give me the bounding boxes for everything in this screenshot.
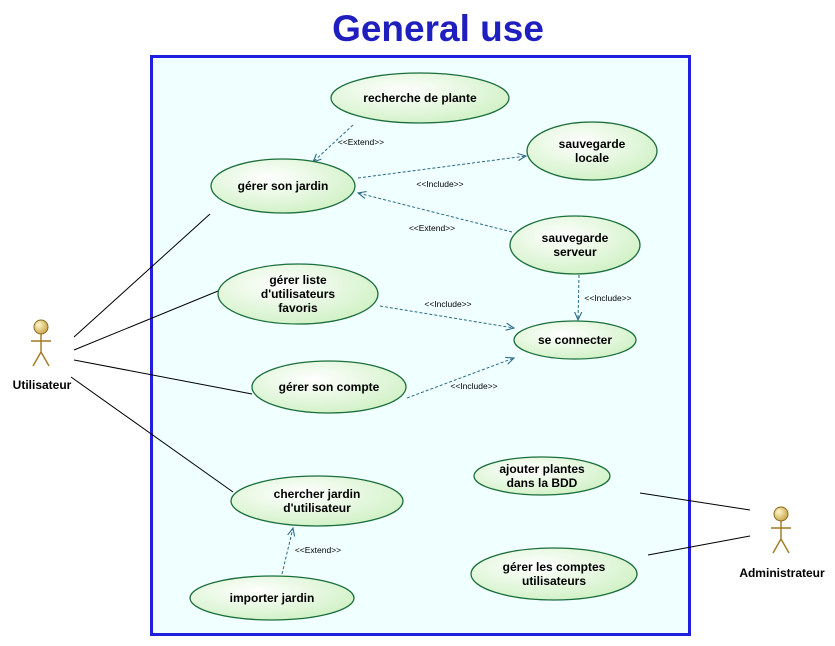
use-case-ellipse [470, 547, 638, 601]
relation-arrow [313, 124, 354, 162]
association-administrateur-comptes [647, 535, 751, 556]
use-case-label: sauvegarde [542, 231, 609, 245]
use-case-label: se connecter [538, 333, 612, 347]
actor-stick-figure-icon [771, 521, 791, 554]
relation-favoris-connecter: <<Include>> [379, 299, 514, 328]
use-case-label: locale [575, 151, 609, 165]
use-case-label: gérer les comptes [503, 560, 606, 574]
relation-arrow [379, 305, 514, 328]
use-case-label: gérer son compte [279, 380, 380, 394]
association-utilisateur-compte [73, 359, 253, 395]
relation-arrow [358, 193, 513, 233]
actor-stick-figure-icon [31, 334, 51, 367]
relation-stereotype: <<Include>> [450, 381, 497, 391]
relation-arrow [357, 156, 526, 179]
use-case-label: ajouter plantes [499, 462, 585, 476]
actor-label: Utilisateur [13, 378, 72, 392]
relation-serveur-connecter: <<Include>> [578, 274, 632, 320]
use-case-label: d'utilisateur [283, 501, 351, 515]
actor-label: Administrateur [739, 566, 825, 580]
association-utilisateur-favoris [73, 290, 219, 351]
use-case-label: favoris [278, 301, 318, 315]
actor-head-icon [773, 506, 789, 522]
use-case-connecter[interactable]: se connecter [513, 320, 637, 360]
use-case-ellipse [513, 320, 637, 360]
use-case-ellipse [330, 72, 510, 124]
use-case-label: gérer liste [269, 273, 327, 287]
diagram-title: General use [332, 8, 544, 49]
use-case-ellipse [526, 121, 658, 181]
use-case-ellipse [189, 575, 355, 621]
use-case-ellipse [217, 263, 379, 325]
use-cases: recherche de plante gérer son jardin sauve… [189, 72, 658, 621]
use-case-label: dans la BDD [507, 476, 578, 490]
relation-arrow [578, 274, 579, 320]
association-utilisateur-jardin [73, 213, 211, 338]
use-case-label: gérer son jardin [238, 179, 329, 193]
relation-stereotype: <<Include>> [424, 299, 471, 309]
relation-recherche-jardin: <<Extend>> [313, 124, 384, 162]
relation-compte-connecter: <<Include>> [406, 358, 514, 399]
relation-stereotype: <<Extend>> [409, 223, 455, 233]
relation-jardin-locale: <<Include>> [357, 156, 526, 189]
use-case-ellipse [509, 215, 641, 275]
relation-arrow [406, 358, 514, 399]
use-case-jardin[interactable]: gérer son jardin [210, 158, 356, 214]
association-administrateur-ajouter [639, 492, 751, 511]
actor-utilisateur[interactable]: Utilisateur [13, 319, 72, 392]
relation-stereotype: <<Extend>> [295, 545, 341, 555]
relation-stereotype: <<Extend>> [338, 137, 384, 147]
use-case-compte[interactable]: gérer son compte [251, 360, 407, 414]
use-case-label: utilisateurs [522, 574, 586, 588]
relation-importer-chercher: <<Extend>> [281, 528, 341, 575]
use-case-label: chercher jardin [274, 487, 361, 501]
use-case-label: d'utilisateurs [261, 287, 336, 301]
relation-arrow [281, 528, 293, 575]
use-case-ellipse [210, 158, 356, 214]
use-case-recherche[interactable]: recherche de plante [330, 72, 510, 124]
actor-administrateur[interactable]: Administrateur [739, 506, 825, 580]
relation-serveur-jardin: <<Extend>> [358, 193, 513, 233]
association-utilisateur-chercher [70, 376, 234, 493]
actor-head-icon [33, 319, 49, 335]
use-case-label: serveur [553, 245, 597, 259]
use-case-importer[interactable]: importer jardin [189, 575, 355, 621]
use-case-label: recherche de plante [363, 91, 477, 105]
use-case-ellipse [251, 360, 407, 414]
use-case-label: importer jardin [230, 591, 315, 605]
relations: <<Extend>> <<Include>> <<Extend>> <<Include… [281, 124, 632, 575]
use-case-ellipse [230, 475, 404, 527]
associations [70, 213, 751, 556]
relation-stereotype: <<Include>> [416, 179, 463, 189]
use-case-ellipse [473, 456, 611, 496]
relation-stereotype: <<Include>> [584, 293, 631, 303]
use-case-label: sauvegarde [559, 137, 626, 151]
